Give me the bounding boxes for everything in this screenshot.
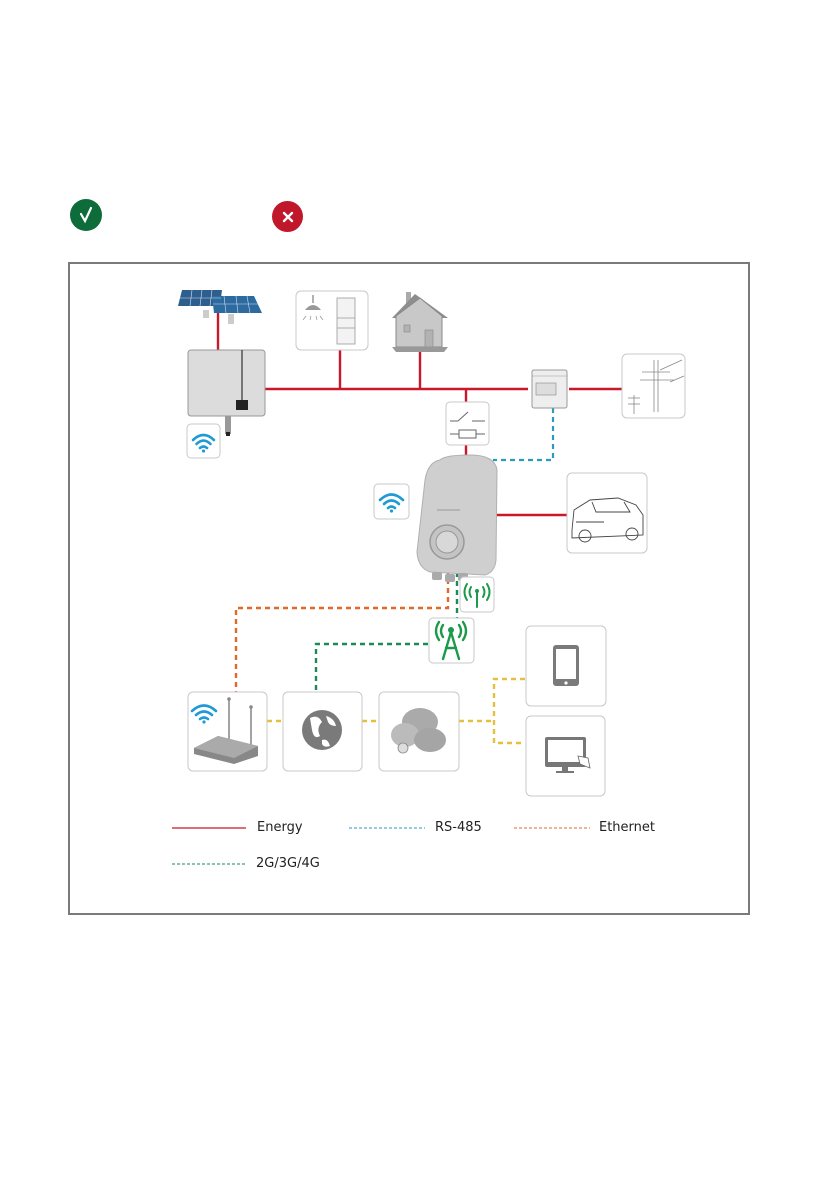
legend-ethernet-label: Ethernet bbox=[599, 820, 655, 835]
cloud-box bbox=[379, 692, 459, 771]
ev-charger-icon bbox=[417, 455, 497, 582]
smartphone-box bbox=[526, 626, 606, 706]
household-loads-box bbox=[296, 291, 368, 350]
smartphone-icon bbox=[553, 645, 579, 686]
solar-panel-icon bbox=[178, 290, 262, 324]
inverter-icon bbox=[188, 350, 265, 436]
charger-wifi-box bbox=[374, 484, 409, 519]
cell-tower-box bbox=[429, 618, 474, 663]
house-icon bbox=[392, 292, 448, 352]
legend-cellular-label: 2G/3G/4G bbox=[256, 856, 320, 871]
wire-rs485 bbox=[493, 408, 553, 460]
inverter-wifi-box bbox=[187, 424, 220, 458]
globe-icon bbox=[302, 710, 342, 750]
energy-meter-icon bbox=[532, 370, 567, 408]
legend-lines bbox=[172, 828, 590, 864]
legend-rs485-label: RS-485 bbox=[435, 820, 482, 835]
legend-energy-label: Energy bbox=[257, 820, 303, 835]
fridge-icon bbox=[337, 298, 355, 344]
computer-box bbox=[526, 716, 605, 796]
charger-antenna-box bbox=[460, 577, 494, 612]
internet-box bbox=[283, 692, 362, 771]
breaker-box bbox=[446, 402, 489, 445]
wire-ethernet bbox=[236, 570, 448, 692]
wire-cellular-internet bbox=[316, 644, 428, 692]
grid-box bbox=[622, 354, 685, 418]
car-box bbox=[567, 473, 647, 553]
router-box bbox=[188, 692, 267, 771]
